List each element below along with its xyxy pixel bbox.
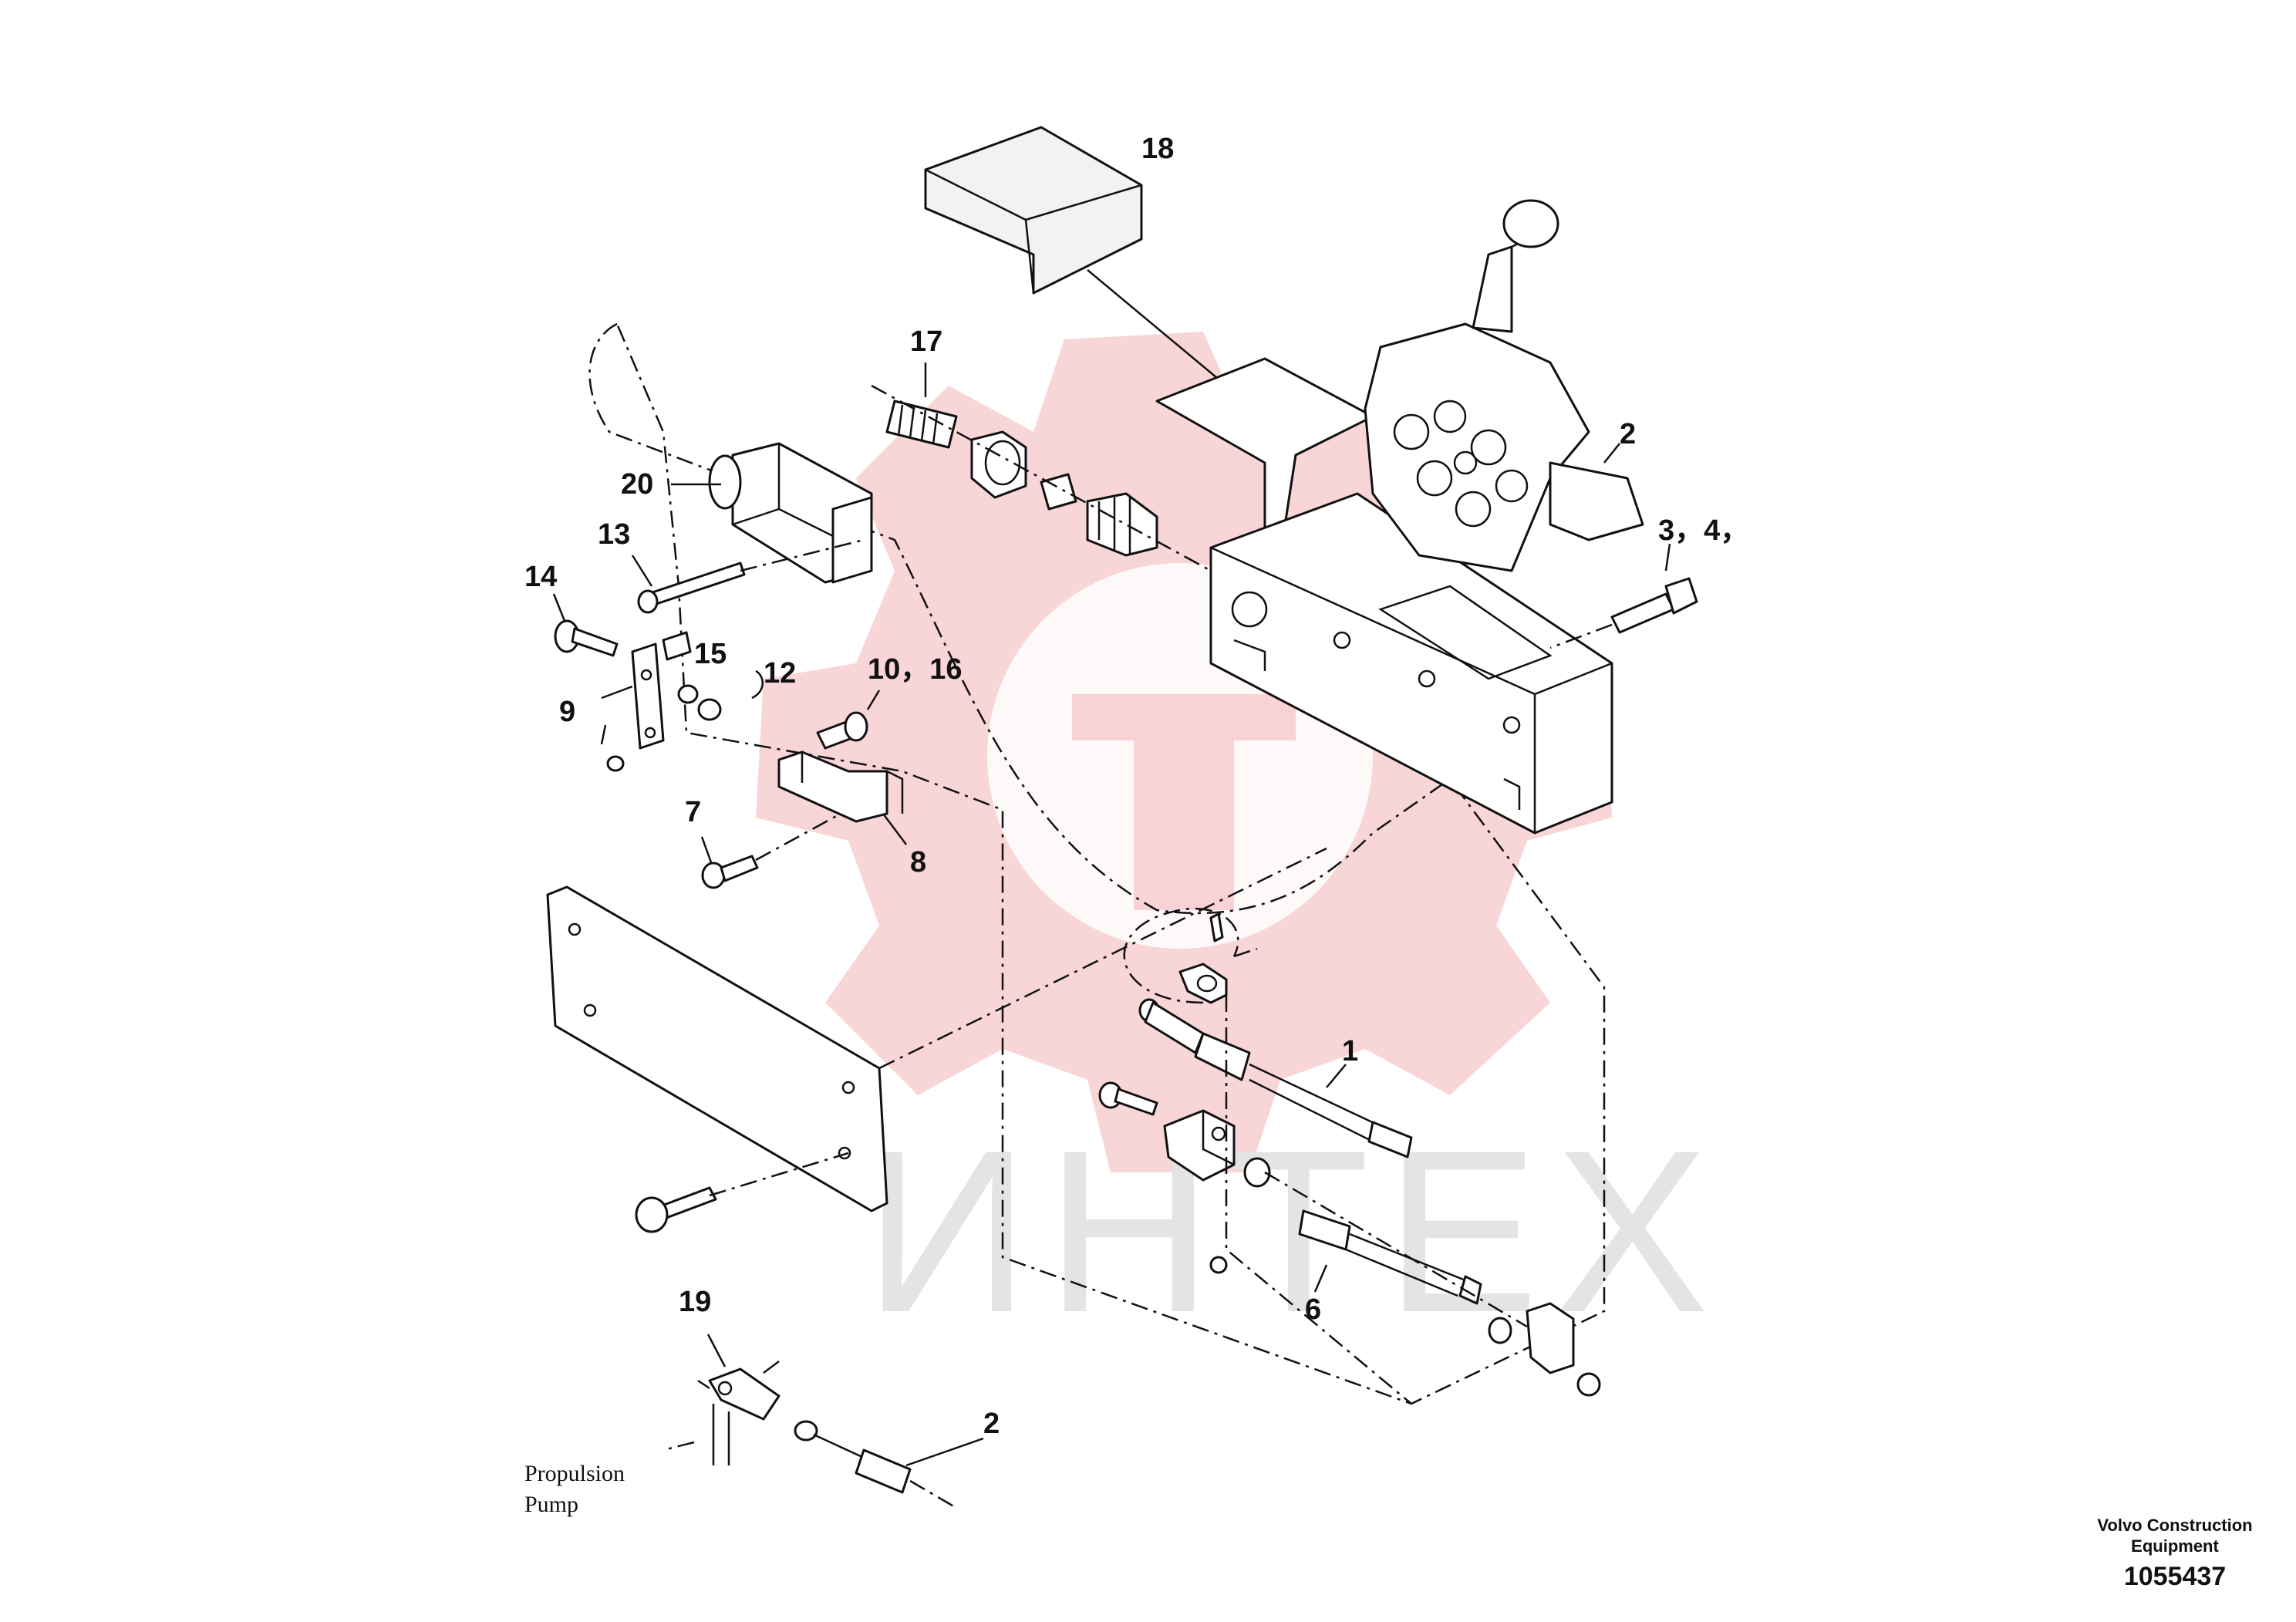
callout-2-bottom: 2 <box>983 1408 1000 1440</box>
pump-label-line1: Propulsion <box>524 1461 625 1486</box>
callout-12: 12 <box>764 657 796 690</box>
callout-8: 8 <box>910 846 926 878</box>
end-bracket <box>1488 1302 1601 1397</box>
callout-1: 1 <box>1342 1035 1358 1067</box>
dashed-link-3-4 <box>1549 623 1613 649</box>
part-9-link <box>600 631 692 772</box>
cover-plate <box>546 885 888 1212</box>
leader-6 <box>1313 1264 1328 1293</box>
bracket-bolt <box>1098 1081 1158 1116</box>
leader-19 <box>706 1334 727 1367</box>
lever-control-unit <box>1364 199 1644 572</box>
part-17-spring <box>885 400 958 449</box>
callout-13: 13 <box>598 518 630 551</box>
part-18-cover <box>924 126 1143 295</box>
part-10-16-bolt <box>816 711 868 750</box>
part-12-nut <box>697 698 722 721</box>
callout-3-4: 3，4， <box>1658 514 1749 547</box>
cable-bracket <box>1163 1109 1236 1182</box>
part-14-screw <box>554 619 619 657</box>
dashed-link-plate <box>709 847 1327 1197</box>
dashed-link-lower <box>1225 947 1528 1404</box>
dashed-link-7 <box>755 812 841 862</box>
mounting-bracket <box>1155 357 1374 572</box>
part-8-bracket <box>777 750 904 823</box>
callout-14: 14 <box>524 561 557 593</box>
fitting-connector <box>1086 492 1158 557</box>
caption-company-line1: Volvo Construction <box>2097 1516 2252 1535</box>
leader-9 <box>601 685 633 700</box>
watermark-text: ИНТЕХ <box>864 1101 1725 1361</box>
part-3-4-bolt <box>1610 577 1698 634</box>
part-19-clevis <box>697 1361 781 1421</box>
dashed-link-13 <box>740 538 865 572</box>
dashed-clip-loop <box>1123 907 1239 1004</box>
callout-15: 15 <box>694 638 727 670</box>
part-13-screw <box>637 561 746 614</box>
leader-8 <box>882 813 907 845</box>
callout-18: 18 <box>1141 133 1174 165</box>
lever-housing-box <box>1209 492 1613 835</box>
bracket-washer <box>1209 1256 1228 1274</box>
pump-rod <box>663 1404 730 1465</box>
caption-drawing-number: 1055437 <box>2124 1562 2226 1591</box>
plate-bolt <box>635 1186 717 1233</box>
part-20-solenoid <box>708 442 873 584</box>
callout-2-top: 2 <box>1620 418 1636 450</box>
leader-2-top <box>1603 443 1620 464</box>
callout-7: 7 <box>685 796 701 828</box>
callout-17: 17 <box>910 325 942 358</box>
bottom-cable-end <box>794 1420 957 1509</box>
leader-14 <box>552 593 566 622</box>
callout-10-16: 10，16 <box>868 653 963 686</box>
caption-company-line2: Equipment <box>2131 1536 2219 1556</box>
leader-13 <box>631 555 653 587</box>
leader-10-16 <box>866 690 881 710</box>
part-7-screw <box>701 855 759 889</box>
part-1-cable <box>1138 998 1413 1158</box>
part-6-cable <box>1298 1209 1482 1305</box>
callout-19: 19 <box>679 1286 711 1318</box>
bracket-nut <box>1243 1157 1271 1188</box>
leader-3-4 <box>1664 543 1671 572</box>
callout-20: 20 <box>621 468 653 501</box>
pump-label-line2: Pump <box>524 1492 578 1517</box>
part-15-washer <box>677 684 699 704</box>
leader-12 <box>751 669 764 700</box>
callout-9: 9 <box>559 696 575 728</box>
leader-18 <box>1087 269 1227 386</box>
leader-1 <box>1326 1064 1347 1088</box>
leader-2-bottom <box>905 1437 984 1467</box>
leader-7 <box>700 836 713 863</box>
fitting-sleeve <box>1040 473 1077 511</box>
